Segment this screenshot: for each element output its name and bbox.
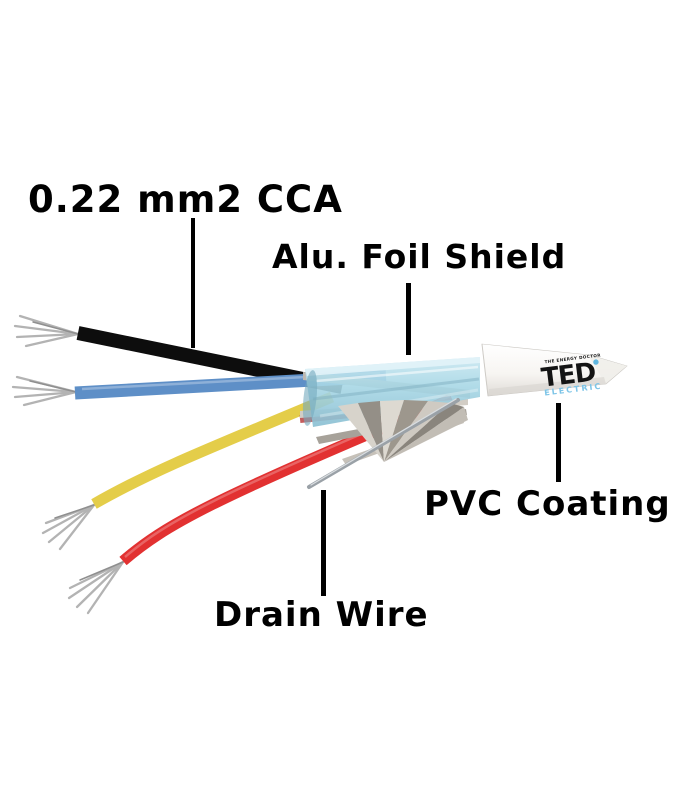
red-wire-strands [67,560,125,615]
label-cca: 0.22 mm2 CCA [28,178,343,221]
foil-shield-opening [302,370,318,426]
drain-wire [307,398,460,489]
leader-line-foil-shield [406,283,411,355]
alu-foil-fan [338,400,468,462]
label-pvc-coating: PVC Coating [424,484,671,524]
label-drain-wire: Drain Wire [214,595,429,635]
label-foil-shield: Alu. Foil Shield [272,237,567,276]
yellow-wire [91,391,335,509]
blue-wire-strands [11,375,78,407]
ted-logo-name: TED [540,357,598,393]
ted-logo-dot-icon [593,359,599,365]
drain-wire-highlight [310,398,457,486]
leader-line-drain-wire [321,490,326,596]
yellow-wire-strands [41,503,96,551]
black-wire-strands [13,314,80,348]
leader-line-pvc-coating [556,403,561,482]
leader-line-cca [191,218,195,348]
ted-logo-tagline: THE ENERGY DOCTOR [544,352,601,364]
